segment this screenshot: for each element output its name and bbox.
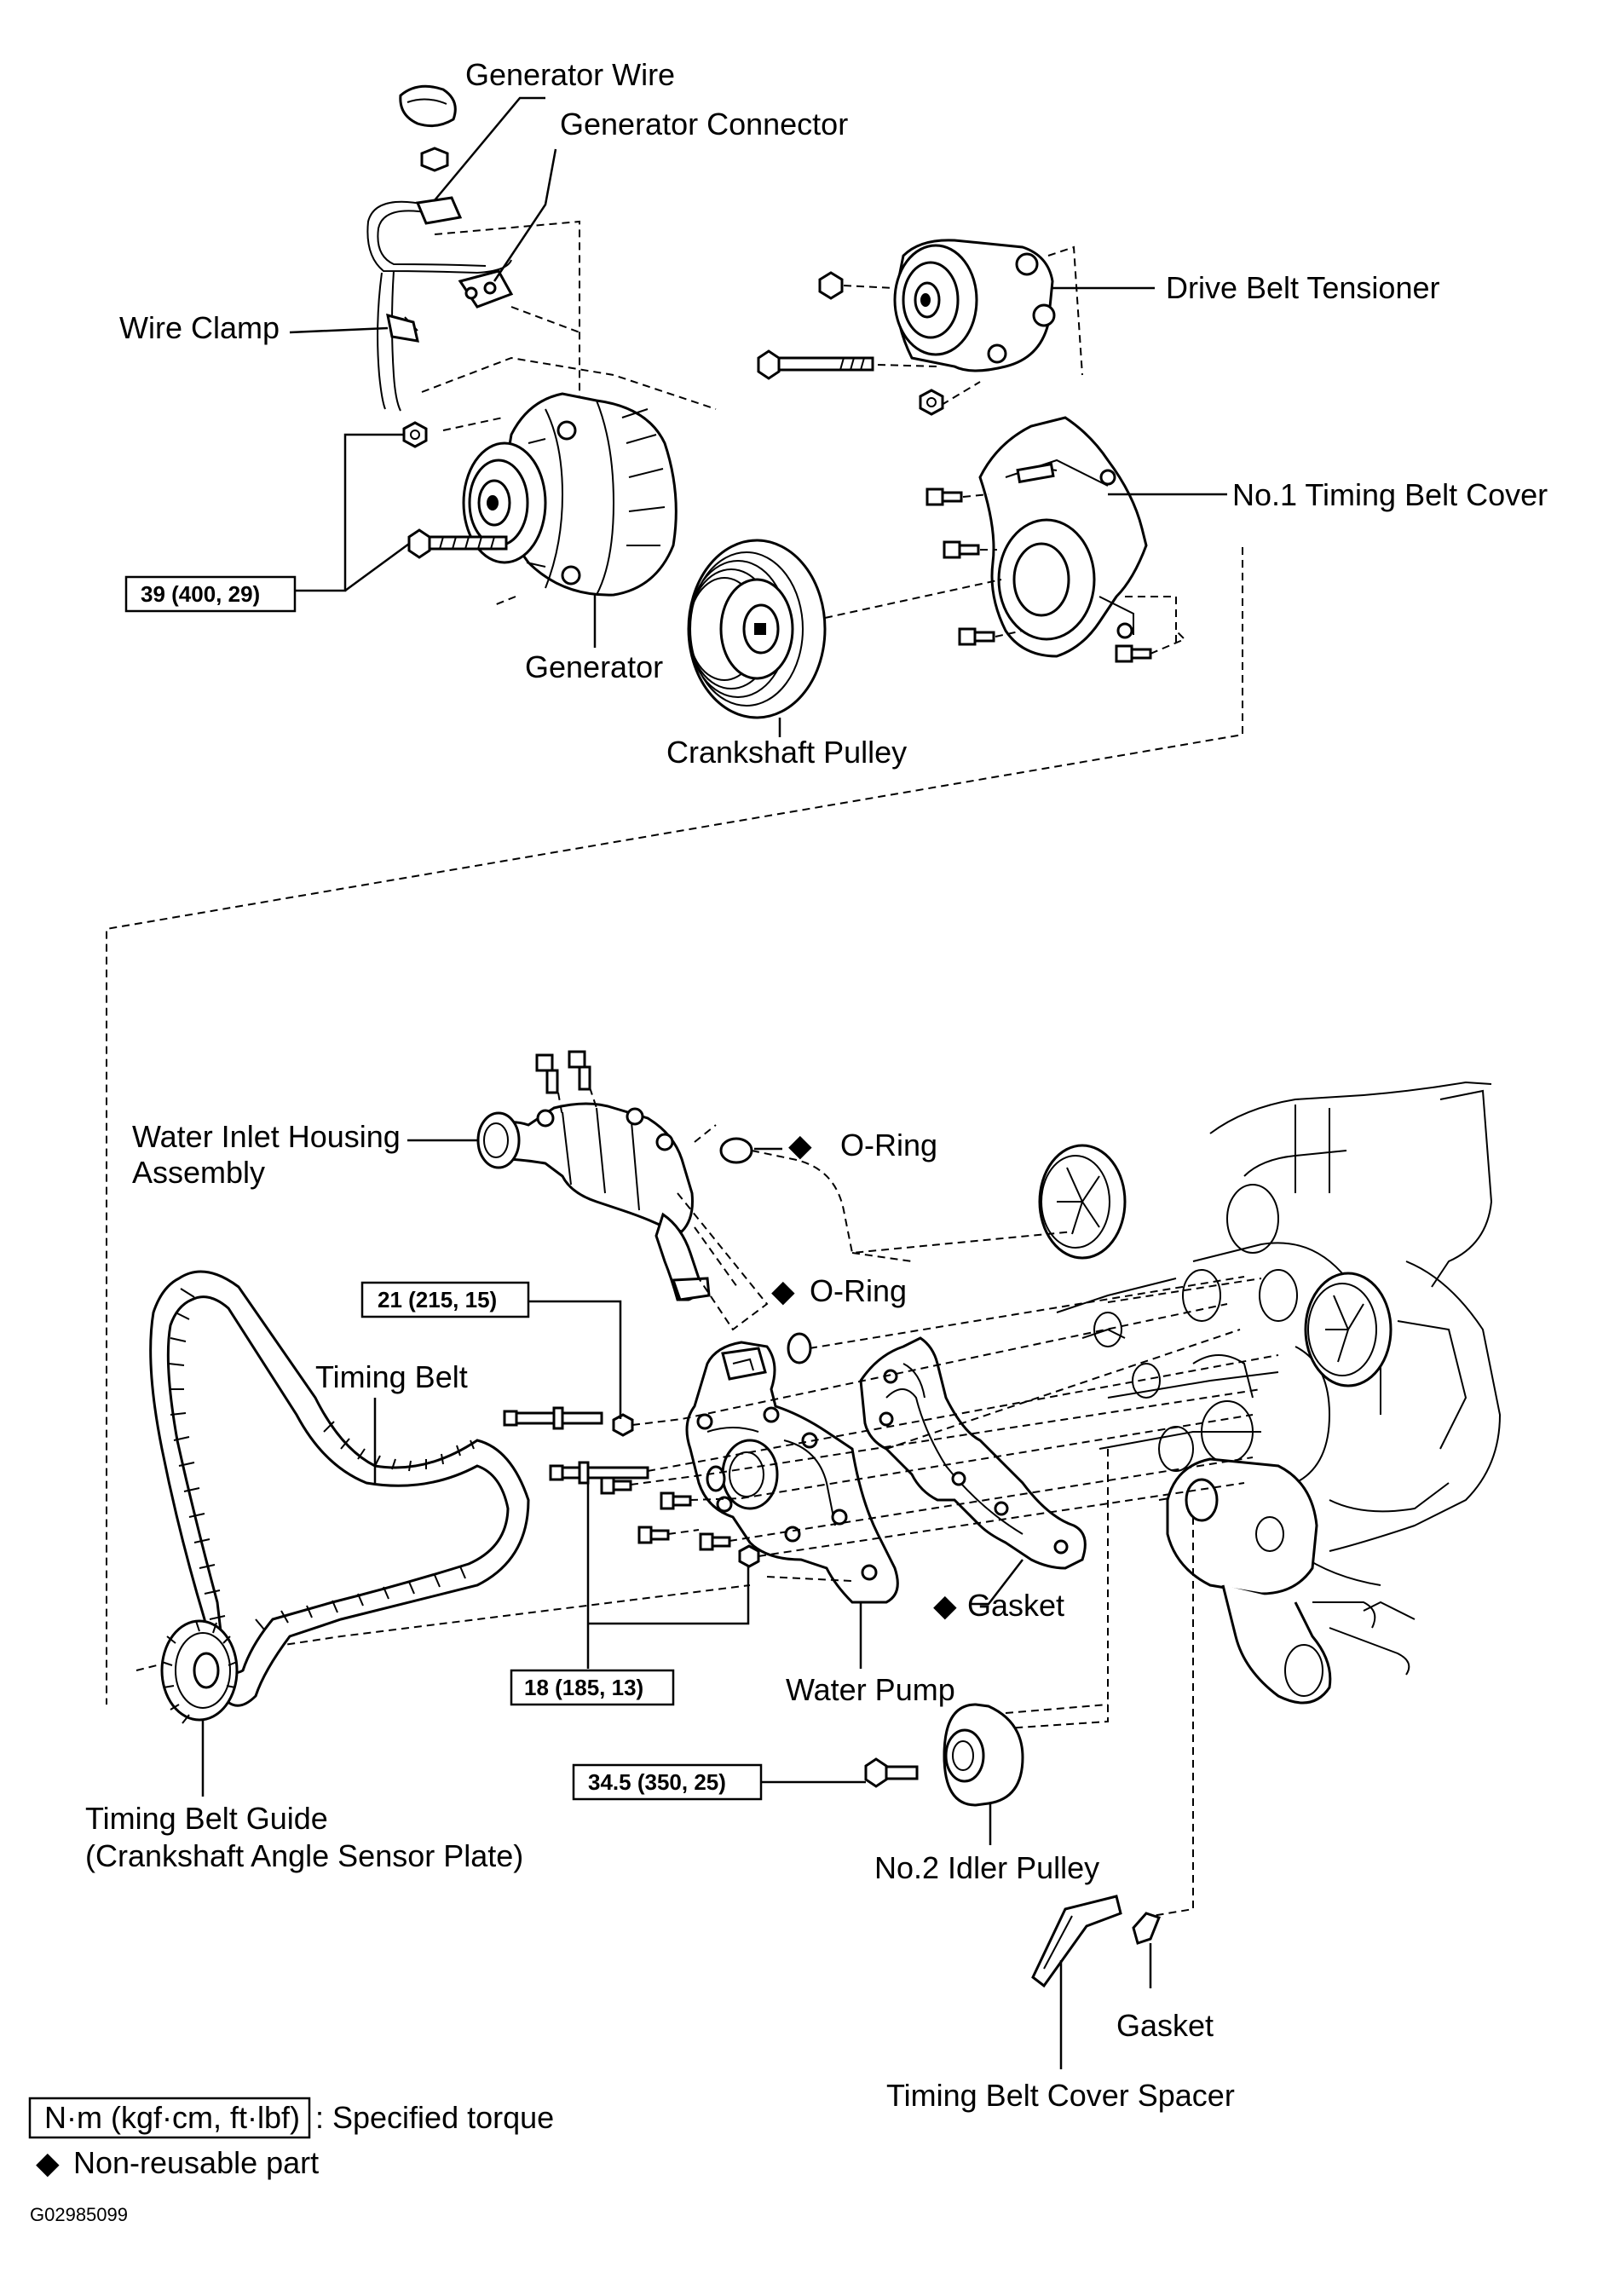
label-drive-belt-tensioner: Drive Belt Tensioner bbox=[1166, 270, 1440, 305]
figure-code: G02985099 bbox=[30, 2204, 128, 2225]
gasket-diamond: ◆ bbox=[933, 1588, 957, 1623]
generator-illustration bbox=[462, 392, 678, 597]
label-crankshaft-angle-sensor-plate: (Crankshaft Angle Sensor Plate) bbox=[85, 1838, 523, 1873]
label-water-pump: Water Pump bbox=[786, 1672, 955, 1707]
leader-lines bbox=[201, 96, 1227, 2069]
drive-belt-tensioner-illustration bbox=[757, 239, 1056, 416]
timing-belt-cover-spacer-illustration bbox=[1031, 1895, 1122, 1988]
label-o-ring-upper: O-Ring bbox=[840, 1128, 937, 1162]
water-inlet-housing-illustration bbox=[476, 1050, 711, 1301]
label-no2-idler-pulley: No.2 Idler Pulley bbox=[874, 1850, 1099, 1885]
label-crankshaft-pulley: Crankshaft Pulley bbox=[666, 735, 907, 770]
label-timing-belt: Timing Belt bbox=[315, 1359, 468, 1394]
torque-box-generator-bolt: 39 (400, 29) bbox=[124, 575, 297, 613]
legend-unit-box: N·m (kgf·cm, ft·lbf) bbox=[44, 2100, 300, 2135]
no1-timing-belt-cover-illustration bbox=[925, 416, 1152, 663]
o-ring-lower-illustration bbox=[787, 1332, 812, 1364]
water-pump-bolts bbox=[503, 1406, 760, 1568]
torque-box-pump-upper-bolt: 21 (215, 15) bbox=[360, 1281, 530, 1318]
label-water-inlet-housing-assembly: Assembly bbox=[132, 1155, 265, 1190]
no2-idler-pulley-illustration bbox=[864, 1703, 1024, 1807]
timing-belt-guide-illustration bbox=[160, 1619, 239, 1724]
label-generator-wire: Generator Wire bbox=[465, 57, 675, 92]
legend: N·m (kgf·cm, ft·lbf) : Specified torque … bbox=[28, 2097, 554, 2180]
generator-bolt bbox=[407, 528, 508, 559]
o-ring-lower-diamond: ◆ bbox=[771, 1273, 795, 1308]
legend-unit-desc: : Specified torque bbox=[315, 2100, 554, 2135]
generator-wire-nut bbox=[420, 147, 449, 172]
label-wire-clamp: Wire Clamp bbox=[119, 310, 280, 345]
water-pump-gasket-illustration bbox=[859, 1336, 1087, 1570]
label-generator: Generator bbox=[525, 649, 663, 684]
torque-box-pump-lower-bolt: 18 (185, 13) bbox=[510, 1669, 675, 1706]
generator-wire-harness bbox=[366, 196, 514, 412]
o-ring-upper-diamond: ◆ bbox=[788, 1128, 812, 1162]
torque-value-pump-lower-bolt: 18 (185, 13) bbox=[524, 1675, 643, 1700]
torque-box-idler-bolt: 34.5 (350, 25) bbox=[572, 1763, 763, 1801]
generator-wire-cap bbox=[399, 84, 457, 128]
label-gasket-pump: Gasket bbox=[967, 1588, 1064, 1623]
legend-diamond-symbol: ◆ bbox=[36, 2145, 60, 2180]
cover-spacer-gasket-illustration bbox=[1132, 1912, 1161, 1945]
label-timing-belt-cover-spacer: Timing Belt Cover Spacer bbox=[886, 2078, 1235, 2113]
label-water-inlet-housing: Water Inlet Housing bbox=[132, 1119, 401, 1154]
label-generator-connector: Generator Connector bbox=[560, 107, 848, 141]
label-o-ring-lower: O-Ring bbox=[810, 1273, 907, 1308]
label-timing-belt-guide: Timing Belt Guide bbox=[85, 1801, 328, 1836]
torque-value-idler-bolt: 34.5 (350, 25) bbox=[588, 1769, 726, 1795]
generator-nut bbox=[402, 421, 428, 448]
o-ring-upper-illustration bbox=[719, 1137, 753, 1164]
torque-value-generator-bolt: 39 (400, 29) bbox=[141, 581, 260, 607]
legend-nonreusable-desc: Non-reusable part bbox=[73, 2145, 319, 2180]
engine-block-illustration bbox=[1038, 1081, 1502, 1705]
label-gasket-spacer: Gasket bbox=[1116, 2008, 1214, 2043]
label-no1-timing-belt-cover: No.1 Timing Belt Cover bbox=[1232, 477, 1548, 512]
torque-value-pump-upper-bolt: 21 (215, 15) bbox=[378, 1287, 497, 1312]
crankshaft-pulley-illustration bbox=[687, 539, 827, 719]
